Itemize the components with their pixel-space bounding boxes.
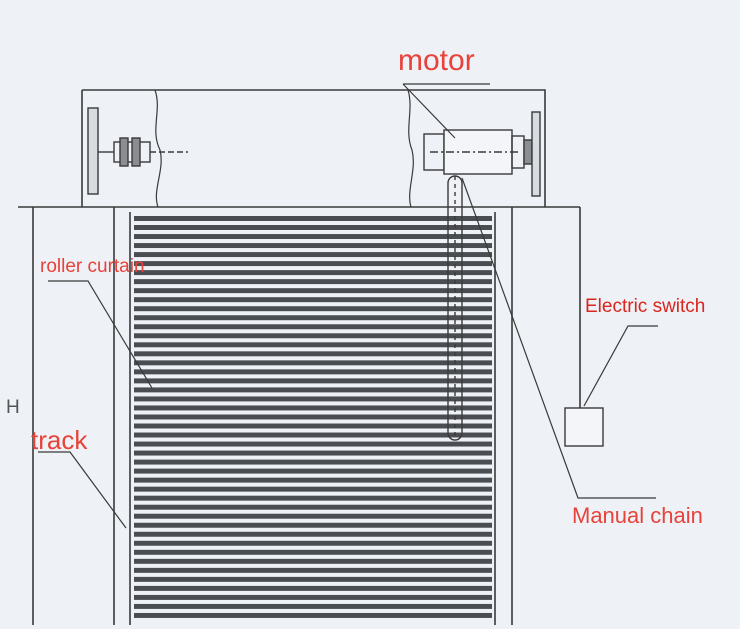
- curtain-slat: [134, 252, 492, 258]
- curtain-slat: [134, 225, 492, 230]
- curtain-slat: [134, 567, 492, 573]
- curtain-slat: [134, 477, 492, 483]
- curtain-slat: [134, 270, 492, 276]
- curtain-slat: [134, 261, 492, 267]
- curtain-slat: [134, 576, 492, 582]
- curtain-slat: [134, 585, 492, 591]
- curtain-slat: [134, 522, 492, 528]
- curtain-slat: [134, 342, 492, 348]
- leader-motor: [402, 83, 490, 139]
- curtain-slat: [134, 414, 492, 420]
- leader-manual-chain: [461, 177, 656, 499]
- label-track: track: [31, 425, 88, 455]
- leader-roller-curtain: [48, 280, 153, 389]
- curtain-slat: [134, 378, 492, 384]
- curtain-slat: [134, 531, 492, 537]
- electric-switch-box: [564, 407, 604, 447]
- curtain-slat: [134, 324, 492, 330]
- curtain-slat: [134, 504, 492, 510]
- label-manual-chain: Manual chain: [572, 503, 703, 528]
- motor-assembly: [423, 111, 541, 197]
- label-motor: motor: [398, 44, 475, 77]
- curtain-slat: [134, 315, 492, 321]
- leader-electric-switch: [583, 325, 658, 407]
- curtain-slat: [134, 594, 492, 600]
- curtain-slat: [134, 369, 492, 375]
- curtain-slat: [134, 243, 492, 249]
- door-frame: [18, 206, 581, 625]
- curtain-slat: [134, 351, 492, 357]
- leader-lines: [38, 83, 658, 529]
- leader-track: [38, 451, 127, 529]
- curtain-slat: [134, 297, 492, 303]
- curtain-slat: [134, 513, 492, 519]
- label-electric-switch: Electric switch: [585, 296, 706, 317]
- curtain-slat: [134, 432, 492, 438]
- curtain-slat: [134, 396, 492, 402]
- curtain-slat: [134, 288, 492, 294]
- curtain-slat: [134, 468, 492, 474]
- curtain-slat: [134, 306, 492, 312]
- curtain-slat: [134, 540, 492, 546]
- label-roller-curtain: roller curtain: [40, 256, 145, 277]
- curtain-slat: [134, 333, 492, 339]
- curtain-slat: [134, 558, 492, 564]
- manual-chain: [447, 175, 463, 441]
- left-bearing-bracket: [87, 107, 188, 195]
- curtain-slat: [134, 495, 492, 501]
- curtain-slat: [134, 612, 492, 618]
- curtain-slat: [134, 450, 492, 456]
- curtain-slat: [134, 423, 492, 429]
- curtain-slat: [134, 486, 492, 492]
- label-height-marker: H: [6, 397, 20, 418]
- curtain-slat: [134, 405, 492, 411]
- roller-curtain: [134, 216, 492, 618]
- curtain-slat: [134, 549, 492, 555]
- top-housing: [81, 89, 546, 208]
- curtain-slat: [134, 216, 492, 221]
- curtain-slat: [134, 279, 492, 285]
- curtain-slat: [134, 603, 492, 609]
- curtain-slat: [134, 387, 492, 393]
- curtain-slat: [134, 441, 492, 447]
- curtain-slat: [134, 360, 492, 366]
- curtain-slat: [134, 234, 492, 240]
- curtain-slat: [134, 459, 492, 465]
